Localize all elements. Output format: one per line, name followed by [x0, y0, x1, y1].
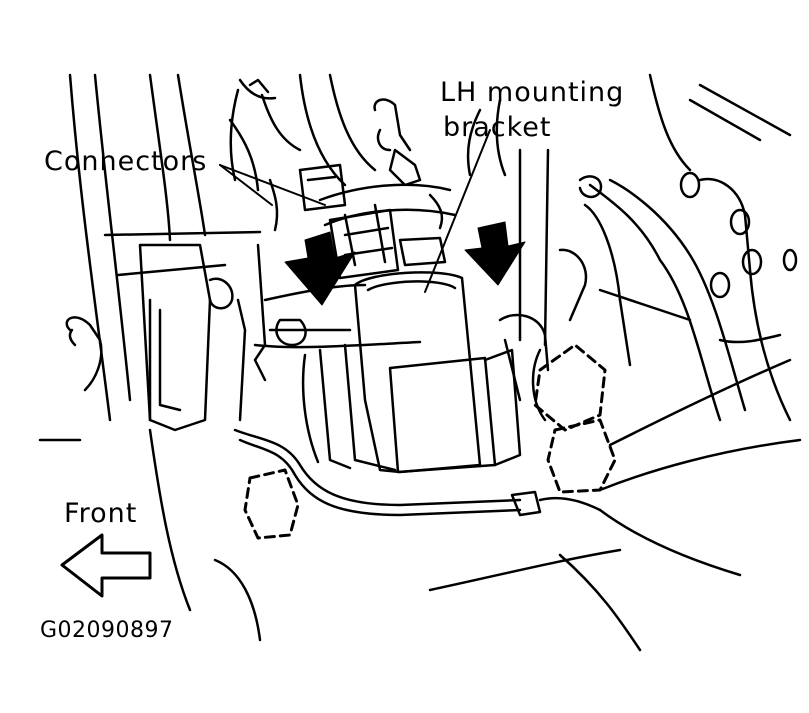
- leader-lines: [219, 129, 491, 293]
- right-side-hoses: [466, 73, 802, 652]
- lh-mounting-bracket: [301, 271, 522, 474]
- down-arrow-icon: [284, 221, 526, 306]
- left-arrow-icon: [60, 533, 152, 598]
- right-engine-bolt-holes: [578, 171, 798, 299]
- lh-mounting-label-line2: bracket: [443, 112, 552, 143]
- front-label: Front: [64, 498, 138, 529]
- lower-pipe-and-frame: [148, 313, 622, 642]
- dashed-connector-outlines: [243, 343, 617, 540]
- figure-id: G02090897: [40, 618, 174, 643]
- upper-left-hoses: [68, 73, 377, 422]
- left-bracket-structure: [38, 230, 262, 442]
- connectors-label: Connectors: [44, 146, 208, 177]
- lh-mounting-label-line1: LH mounting: [440, 77, 625, 108]
